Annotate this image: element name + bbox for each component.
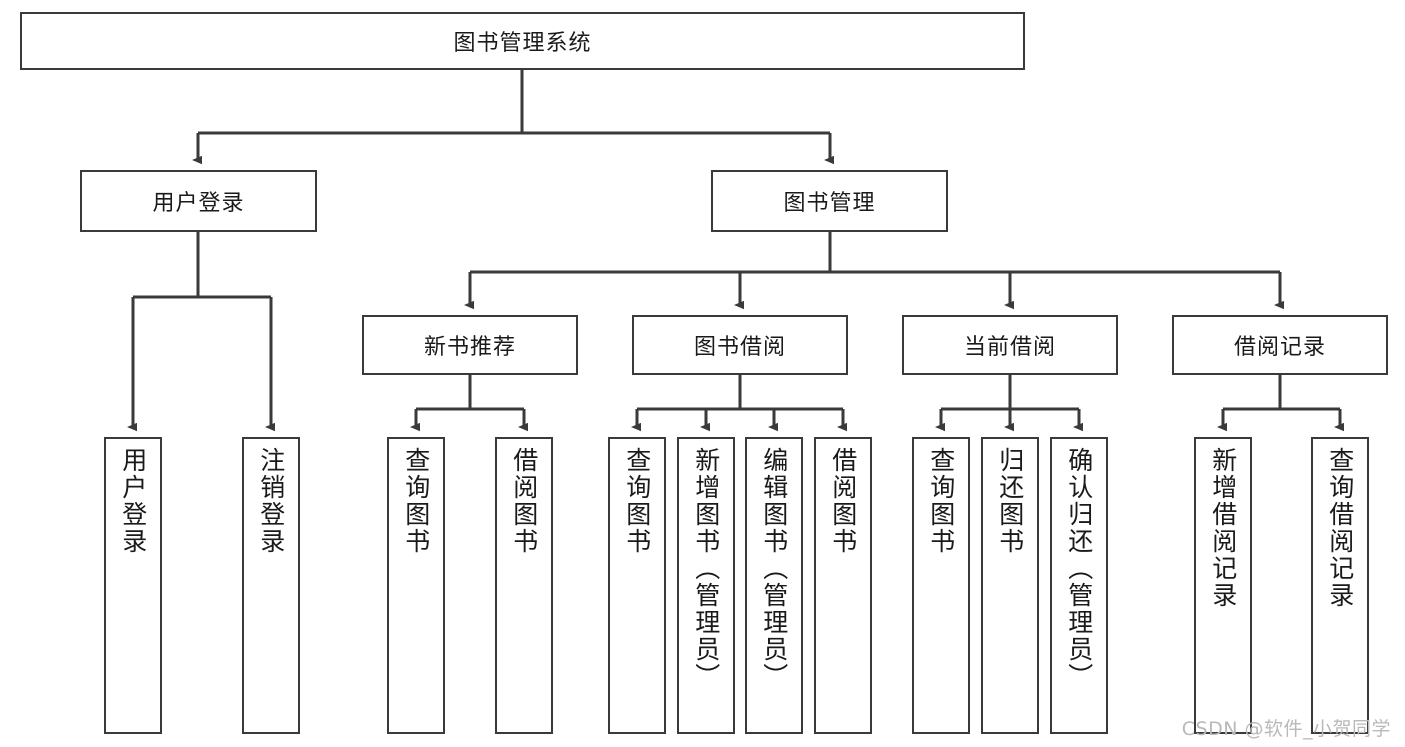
leaf-record-add-record[interactable]: 新增借阅记录 [1194, 437, 1252, 734]
leaf-label: 借阅图书 [509, 447, 539, 555]
leaf-current-query-book[interactable]: 查询图书 [912, 437, 970, 734]
leaf-borrow-add-book-admin[interactable]: 新增图书（管理员） [677, 437, 735, 734]
leaf-label: 查询图书 [622, 447, 652, 555]
node-root-system[interactable]: 图书管理系统 [20, 12, 1025, 70]
node-current-borrow[interactable]: 当前借阅 [902, 315, 1118, 375]
leaf-label: 确认归还（管理员） [1064, 447, 1094, 690]
leaf-current-return-book[interactable]: 归还图书 [981, 437, 1039, 734]
leaf-user-login-login[interactable]: 用户登录 [104, 437, 162, 734]
leaf-label: 注销登录 [256, 447, 286, 555]
node-borrow-record[interactable]: 借阅记录 [1172, 315, 1388, 375]
leaf-label: 新增图书（管理员） [691, 447, 721, 690]
leaf-label: 借阅图书 [828, 447, 858, 555]
leaf-label: 查询图书 [401, 447, 431, 555]
leaf-borrow-query-book[interactable]: 查询图书 [608, 437, 666, 734]
leaf-label: 归还图书 [995, 447, 1025, 555]
leaf-borrow-borrow-book[interactable]: 借阅图书 [814, 437, 872, 734]
leaf-recommend-query-book[interactable]: 查询图书 [387, 437, 445, 734]
node-new-book-recommend[interactable]: 新书推荐 [362, 315, 578, 375]
node-book-borrow[interactable]: 图书借阅 [632, 315, 848, 375]
leaf-label: 新增借阅记录 [1208, 447, 1238, 609]
leaf-record-query-record[interactable]: 查询借阅记录 [1311, 437, 1369, 734]
node-user-login[interactable]: 用户登录 [80, 170, 317, 232]
node-book-management[interactable]: 图书管理 [711, 170, 948, 232]
leaf-borrow-edit-book-admin[interactable]: 编辑图书（管理员） [745, 437, 803, 734]
leaf-label: 用户登录 [118, 447, 148, 555]
leaf-label: 编辑图书（管理员） [759, 447, 789, 690]
leaf-label: 查询图书 [926, 447, 956, 555]
leaf-recommend-borrow-book[interactable]: 借阅图书 [495, 437, 553, 734]
leaf-label: 查询借阅记录 [1325, 447, 1355, 609]
leaf-user-login-logout[interactable]: 注销登录 [242, 437, 300, 734]
watermark-text: CSDN @软件_小贺同学 [1181, 718, 1391, 740]
leaf-current-confirm-return-admin[interactable]: 确认归还（管理员） [1050, 437, 1108, 734]
